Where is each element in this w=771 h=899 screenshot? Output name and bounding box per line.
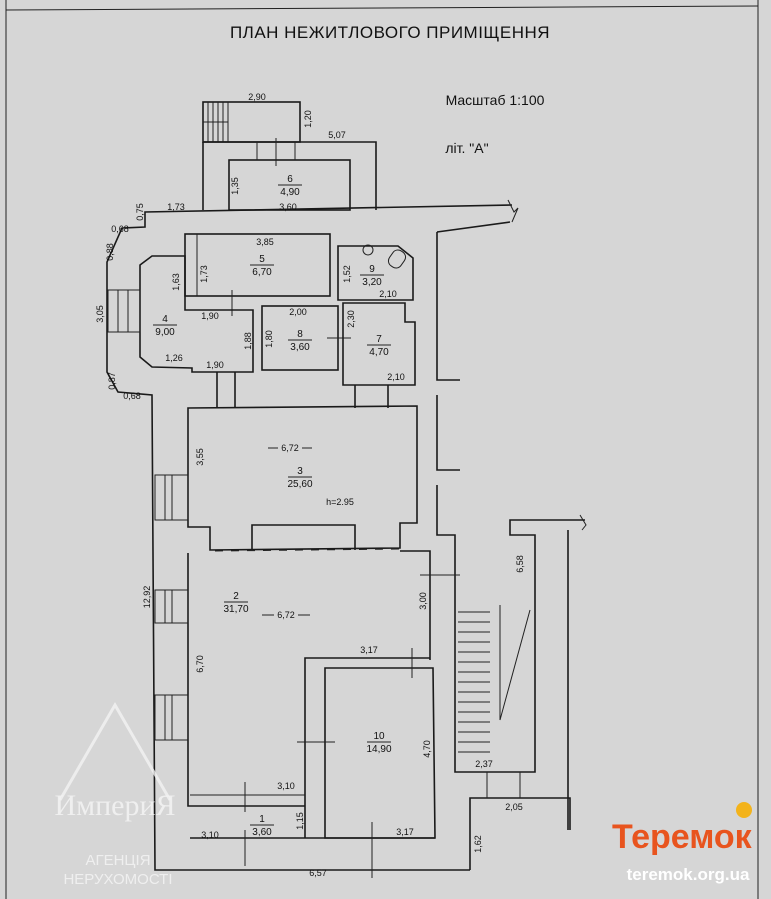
walls (106, 101, 587, 878)
dimension-label: 6,58 (515, 555, 525, 573)
ceiling-height: h=2.95 (326, 497, 354, 507)
watermark-imperia: ИмпериЯ АГЕНЦІЯ НЕРУХОМОСТІ (54, 702, 176, 888)
dimension-label: 1,80 (264, 330, 274, 348)
dimension-label: 0,87 (107, 372, 117, 390)
dimension-label: 6,70 (195, 655, 205, 673)
dimension-label: 3,00 (418, 592, 428, 610)
dimension-label: 0,75 (135, 203, 145, 221)
dimension-label: 4,70 (422, 740, 432, 758)
dimension-label: 1,90 (201, 311, 219, 321)
span-dim-room-3: 6,72 (268, 443, 312, 453)
room-number: 10 (373, 731, 385, 742)
room-number: 7 (376, 334, 382, 345)
room-label-1: 13,60 (250, 814, 274, 838)
room-area: 4,90 (280, 187, 300, 198)
room-label-6: 64,90 (278, 174, 302, 198)
room-area: 3,60 (252, 827, 272, 838)
room-labels: 13,60231,70325,6049,0056,7064,9074,7083,… (153, 174, 392, 838)
dimension-label: 1,52 (342, 265, 352, 283)
room-label-5: 56,70 (250, 254, 274, 278)
dimension-label: 2,05 (505, 802, 523, 812)
dimension-label: 3,85 (256, 237, 274, 247)
room-number: 9 (369, 264, 375, 275)
dimension-label: 2,30 (346, 310, 356, 328)
imperia-line1: АГЕНЦІЯ (85, 852, 150, 869)
dimension-label: 3,05 (95, 305, 105, 323)
room-label-9: 93,20 (360, 264, 384, 288)
frame-top (5, 5, 759, 11)
dimension-label: 3,17 (360, 645, 378, 655)
room-label-10: 10 14,90 (366, 731, 391, 755)
dimension-label: 1,73 (199, 265, 209, 283)
teremok-url: teremok.org.ua (627, 865, 750, 884)
dimension-label: 0,68 (123, 391, 141, 401)
room-number: 6 (287, 174, 293, 185)
dimension-label: 1,88 (243, 332, 253, 350)
dimension-label: 2,90 (248, 92, 266, 102)
room-number: 5 (259, 254, 265, 265)
dimension-label: 1,15 (295, 812, 305, 830)
dimension-label: 5,07 (328, 130, 346, 140)
dimension-label: 2,00 (289, 307, 307, 317)
span-dim-room-2: 6,72 (262, 610, 310, 620)
room-area: 3,60 (290, 342, 310, 353)
imperia-brand: ИмпериЯ (54, 789, 175, 822)
room-label-4: 49,00 (153, 314, 177, 338)
liter-label: літ. "А" (445, 140, 488, 156)
teremok-brand: Теремок (612, 818, 753, 856)
room-label-2: 231,70 (223, 591, 248, 615)
dimension-labels: 2,90 1,20 5,07 1,35 3,60 1,73 0,75 0,68 0,88 3,85… (95, 92, 525, 878)
dimension-label: 1,35 (230, 177, 240, 195)
room-area: 6,70 (252, 267, 272, 278)
dimension-label: 12,92 (142, 586, 152, 609)
room-area: 31,70 (223, 604, 248, 615)
dimension-label: 3,10 (201, 830, 219, 840)
scale-label: Масштаб 1:100 (446, 92, 545, 108)
watermark-teremok: Теремок teremok.org.ua (612, 802, 753, 884)
dimension-label: 3,17 (396, 827, 414, 837)
dimension-label: 1,63 (171, 273, 181, 291)
span-dim-label: 6,72 (281, 443, 299, 453)
dimension-label: 3,60 (279, 202, 297, 212)
dimension-label: 1,20 (303, 110, 313, 128)
room-number: 1 (259, 814, 265, 825)
sun-icon (736, 802, 752, 818)
dimension-label: 1,62 (473, 835, 483, 853)
dimension-label: 1,26 (165, 353, 183, 363)
room-number: 2 (233, 591, 239, 602)
dimension-label: 0,88 (105, 243, 115, 261)
dimension-label: 6,57 (309, 868, 327, 878)
dimension-label: 2,10 (387, 372, 405, 382)
dimension-label: 2,10 (379, 289, 397, 299)
room-area: 25,60 (287, 479, 312, 490)
dimension-label: 0,68 (111, 224, 129, 234)
plan-title: ПЛАН НЕЖИТЛОВОГО ПРИМІЩЕННЯ (230, 23, 550, 42)
dimension-label: 1,90 (206, 360, 224, 370)
room-label-7: 74,70 (367, 334, 391, 358)
room-area: 9,00 (155, 327, 175, 338)
imperia-line2: НЕРУХОМОСТІ (63, 871, 172, 888)
dimension-label: 1,73 (167, 202, 185, 212)
dimension-label: 3,55 (195, 448, 205, 466)
span-dim-label: 6,72 (277, 610, 295, 620)
room-area: 14,90 (366, 744, 391, 755)
room-number: 4 (162, 314, 168, 325)
room-number: 3 (297, 466, 303, 477)
room-number: 8 (297, 329, 303, 340)
room-area: 4,70 (369, 347, 389, 358)
room-label-3: 325,60 (287, 466, 312, 490)
room-label-8: 83,60 (288, 329, 312, 353)
dimension-label: 2,37 (475, 759, 493, 769)
room-area: 3,20 (362, 277, 382, 288)
dimension-label: 3,10 (277, 781, 295, 791)
